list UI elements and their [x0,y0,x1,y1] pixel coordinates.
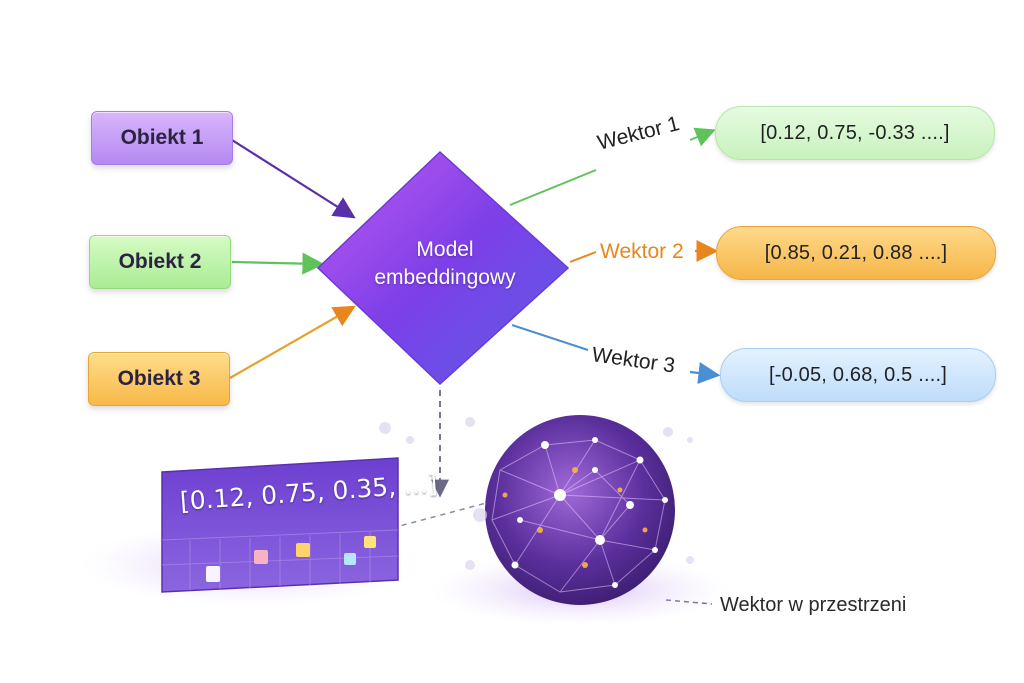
arrow-wektor2-a [569,251,597,263]
arrow-wektor3-b [689,362,721,384]
arrow-obiekt1 [231,139,356,219]
dashed-panel-to-sphere [391,501,491,529]
wektor-2-value-text: [0.85, 0.21, 0.88 ....] [764,241,948,264]
model-label-line1: Model [416,238,474,261]
model-label-line2: embeddingowy [374,266,516,289]
arrow-obiekt3 [229,305,356,379]
wektor-1-value-text: [0.12, 0.75, -0.33 ....] [760,121,950,144]
embedding-sphere [485,415,675,605]
arrow-wektor1-b [689,127,716,147]
wektor-2-label: Wektor 2 [600,240,684,263]
obiekt-1-box: Obiekt 1 [91,111,233,165]
arrow-wektor1-a [509,169,597,206]
obiekt-2-box: Obiekt 2 [89,235,231,289]
obiekt-3-box: Obiekt 3 [88,352,230,406]
model-label: Model embeddingowy [345,236,545,292]
wektor-3-value-text: [-0.05, 0.68, 0.5 ....] [768,363,948,386]
vector-panel [161,457,399,593]
model-diamond [316,150,570,386]
wektor-1-value: [0.12, 0.75, -0.33 ....] [715,106,995,160]
arrow-obiekt2 [231,252,325,275]
obiekt-1-label: Obiekt 1 [120,126,204,149]
wektor-2-value: [0.85, 0.21, 0.88 ....] [716,226,996,280]
obiekt-2-label: Obiekt 2 [118,250,202,273]
arrow-wektor3-a [511,324,589,351]
obiekt-3-label: Obiekt 3 [117,367,201,390]
decorative-bubbles [379,417,694,570]
wektor-3-value: [-0.05, 0.68, 0.5 ....] [720,348,996,402]
space-label: Wektor w przestrzeni [720,594,907,616]
